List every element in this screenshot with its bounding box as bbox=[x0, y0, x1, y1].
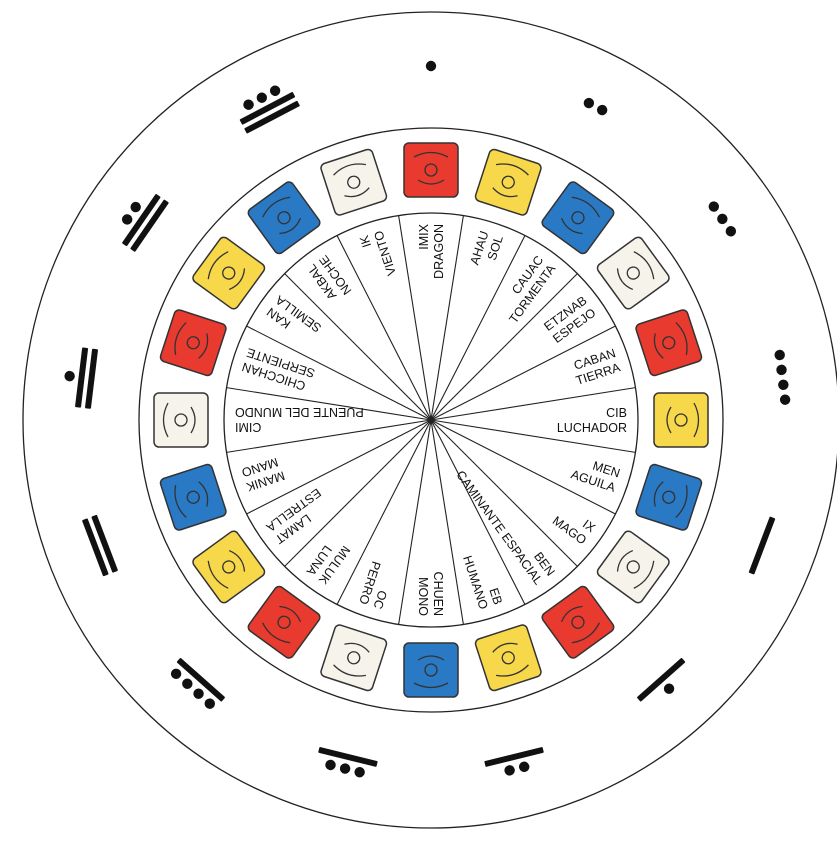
glyph-etznab bbox=[596, 235, 671, 310]
glyph-ahau bbox=[474, 148, 542, 216]
maya-numeral bbox=[774, 349, 791, 405]
maya-numeral bbox=[167, 658, 225, 713]
glyph-kan bbox=[191, 235, 266, 310]
segment-dividers bbox=[227, 216, 636, 625]
maya-numeral bbox=[484, 747, 547, 781]
day-meaning: VIENTO bbox=[371, 229, 399, 278]
glyph-akbal bbox=[246, 180, 321, 255]
segment-divider bbox=[431, 274, 577, 420]
maya-numeral bbox=[749, 516, 776, 574]
maya-numeral bbox=[110, 186, 169, 253]
day-meaning: HUMANO bbox=[460, 554, 491, 611]
day-meaning: DRAGON bbox=[432, 224, 446, 279]
glyph-chicchan bbox=[159, 309, 227, 377]
day-name: IMIX bbox=[417, 223, 431, 249]
day-meaning: MONO bbox=[416, 577, 430, 616]
glyph-cauac bbox=[540, 180, 615, 255]
glyph-eb bbox=[474, 624, 542, 692]
glyph-chuen bbox=[404, 643, 458, 697]
maya-numeral bbox=[82, 515, 118, 577]
glyph-imix bbox=[404, 143, 458, 197]
day-meaning: LUCHADOR bbox=[557, 421, 627, 435]
glyph-ik bbox=[320, 148, 388, 216]
day-name: CIB bbox=[606, 406, 627, 420]
day-name: CHUEN bbox=[431, 572, 445, 616]
day-name: CIMI bbox=[235, 420, 261, 434]
segment-divider bbox=[285, 274, 431, 420]
maya-numeral bbox=[637, 658, 695, 713]
glyph-cimi bbox=[154, 393, 208, 447]
glyph-muluk bbox=[246, 585, 321, 660]
glyph-oc bbox=[320, 624, 388, 692]
glyph-caban bbox=[635, 309, 703, 377]
glyph-lamat bbox=[191, 529, 266, 604]
glyph-manik bbox=[159, 463, 227, 531]
maya-numeral bbox=[315, 747, 378, 781]
day-meaning: PUENTE DEL MUNDO bbox=[235, 405, 364, 419]
glyph-cib bbox=[654, 393, 708, 447]
maya-numeral bbox=[707, 199, 739, 238]
glyph-ben bbox=[540, 585, 615, 660]
maya-numeral bbox=[426, 61, 436, 71]
glyph-men bbox=[635, 463, 703, 531]
maya-numeral bbox=[61, 346, 98, 409]
glyph-ix bbox=[596, 529, 671, 604]
maya-numeral bbox=[233, 79, 300, 134]
maya-numeral bbox=[582, 96, 609, 117]
